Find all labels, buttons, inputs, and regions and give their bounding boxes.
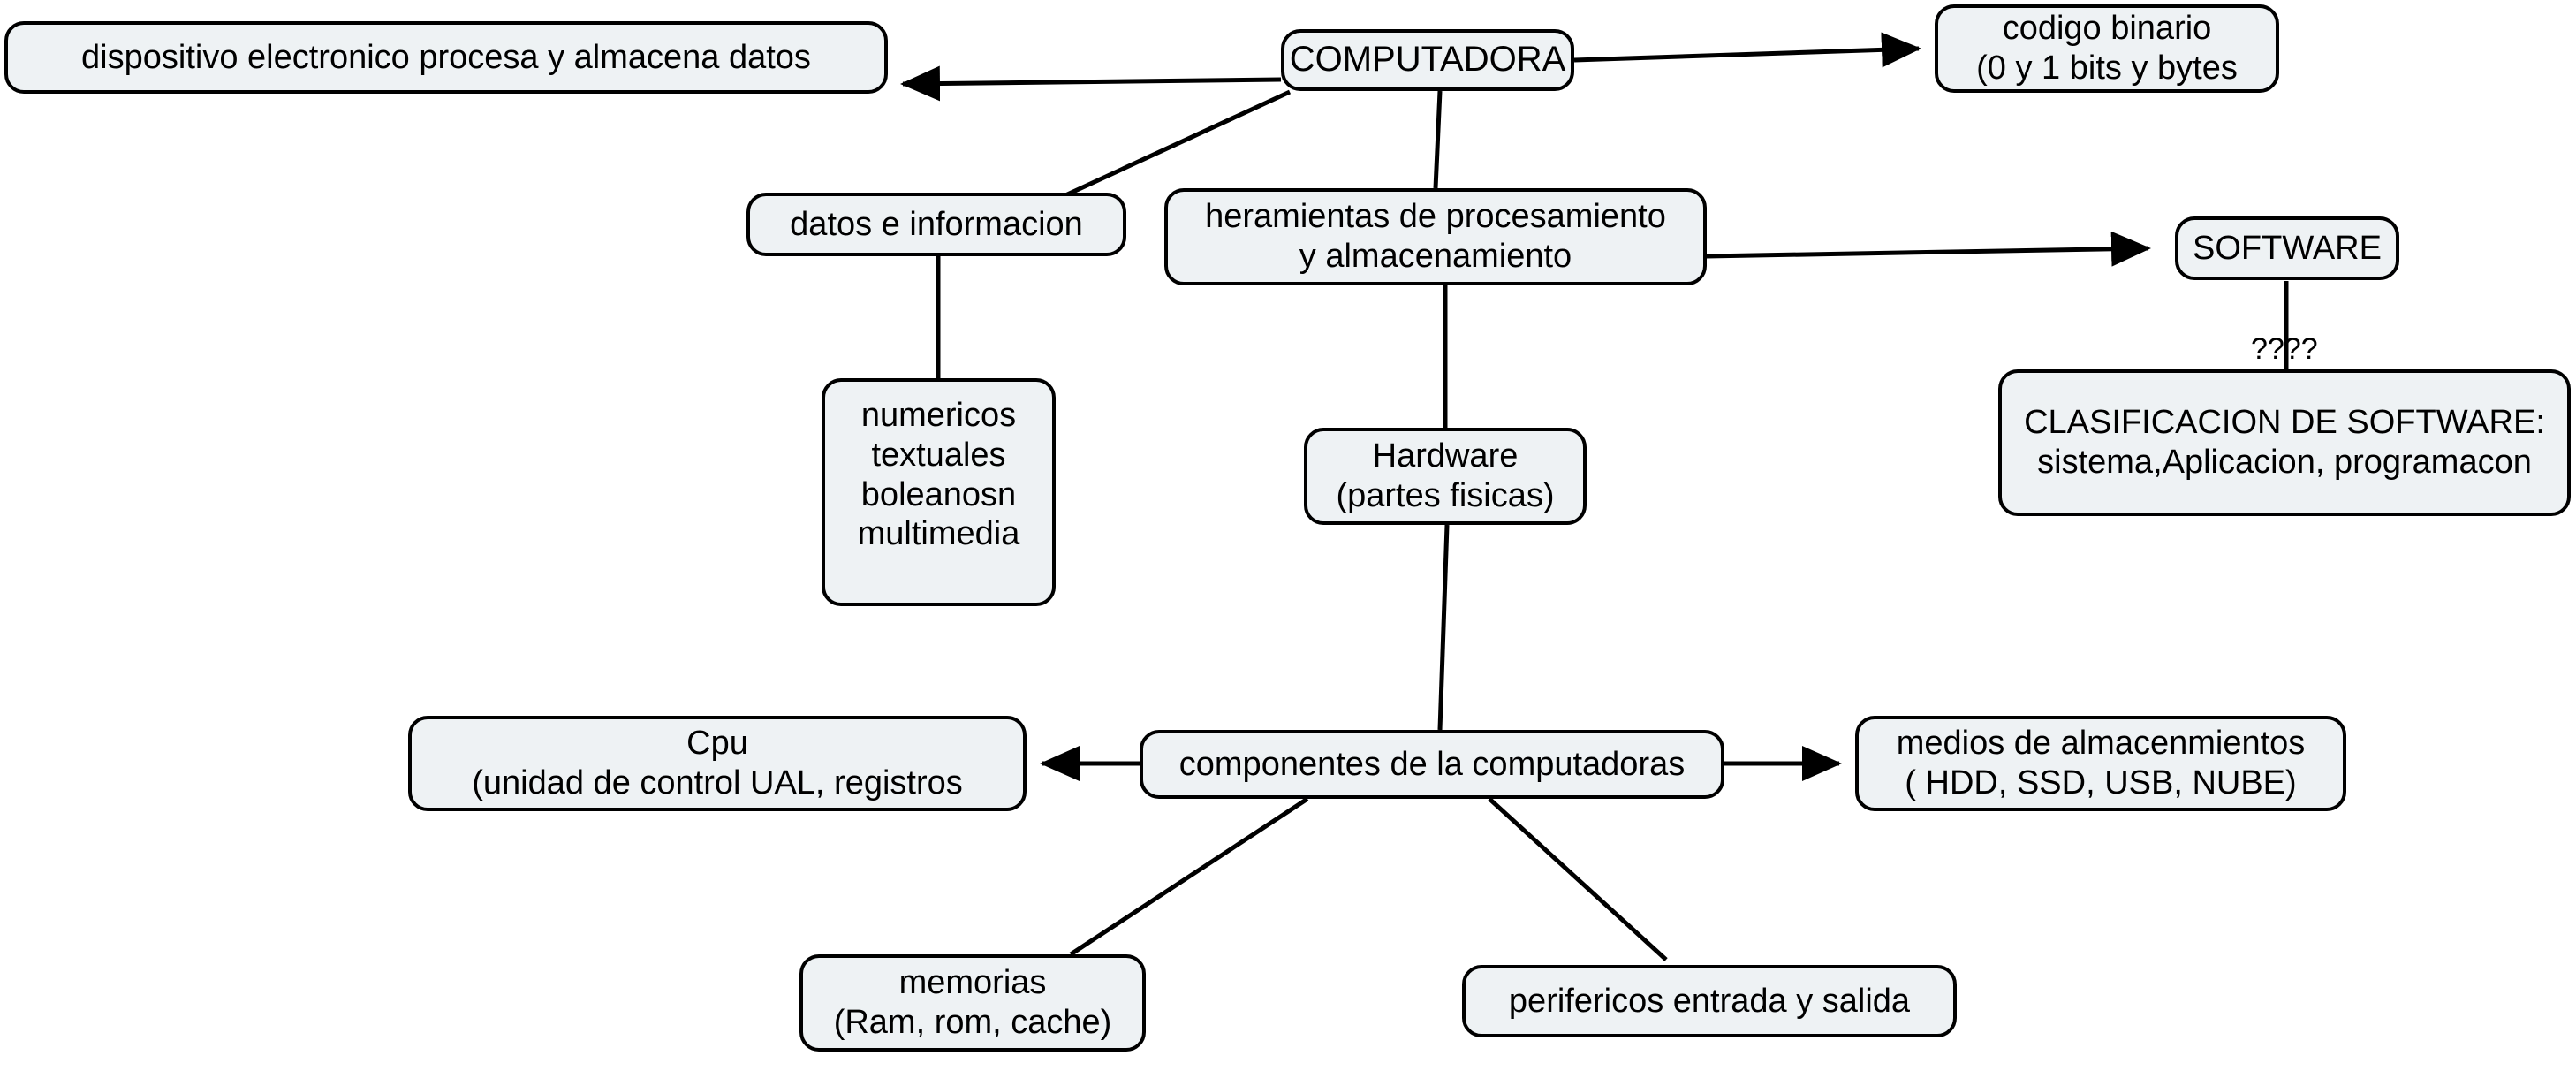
node-perifericos[interactable]: perifericos entrada y salida [1462, 965, 1957, 1037]
node-dispositivo-electronico[interactable]: dispositivo electronico procesa y almace… [4, 21, 888, 94]
node-medios-almacenamiento[interactable]: medios de almacenmientos ( HDD, SSD, USB… [1855, 716, 2346, 811]
node-componentes-computadora[interactable]: componentes de la computadoras [1140, 730, 1724, 799]
node-label: Cpu (unidad de control UAL, registros [472, 725, 963, 801]
edge-componentes-perifericos [1488, 797, 1668, 961]
node-cpu[interactable]: Cpu (unidad de control UAL, registros [408, 716, 1027, 811]
edge-componentes-memorias [1069, 796, 1309, 957]
node-software[interactable]: SOFTWARE [2175, 216, 2399, 280]
node-label: codigo binario (0 y 1 bits y bytes [1976, 10, 2238, 87]
edge-heramientas-software [1706, 231, 2151, 267]
node-memorias[interactable]: memorias (Ram, rom, cache) [799, 954, 1146, 1052]
node-label: numericos textuales boleanosn multimedia [857, 397, 1020, 553]
edge-computadora-dispositivo [900, 65, 1282, 102]
edge-computadora-heramientas [1433, 90, 1443, 189]
node-hardware[interactable]: Hardware (partes fisicas) [1304, 428, 1587, 525]
edge-hardware-componentes [1437, 524, 1450, 731]
node-label: heramientas de procesamiento y almacenam… [1205, 198, 1666, 275]
node-label: SOFTWARE [2193, 229, 2382, 267]
node-label: medios de almacenmientos ( HDD, SSD, USB… [1896, 725, 2306, 801]
edge-label-software-clasificacion: ???? [2251, 332, 2318, 366]
node-computadora[interactable]: COMPUTADORA [1281, 29, 1574, 91]
node-clasificacion-de-software[interactable]: CLASIFICACION DE SOFTWARE: sistema,Aplic… [1998, 369, 2571, 516]
node-label: COMPUTADORA [1289, 40, 1566, 80]
node-label: dispositivo electronico procesa y almace… [81, 38, 811, 76]
node-label: CLASIFICACION DE SOFTWARE: sistema,Aplic… [2024, 404, 2545, 481]
node-datos-e-informacion[interactable]: datos e informacion [746, 193, 1126, 256]
node-label: memorias (Ram, rom, cache) [833, 964, 1112, 1041]
node-codigo-binario[interactable]: codigo binario (0 y 1 bits y bytes [1935, 4, 2279, 93]
node-label: datos e informacion [790, 205, 1083, 243]
node-label: componentes de la computadoras [1178, 745, 1686, 783]
node-heramientas-procesamiento[interactable]: heramientas de procesamiento y almacenam… [1164, 188, 1707, 285]
node-label: perifericos entrada y salida [1508, 982, 1911, 1020]
node-tipos-de-datos[interactable]: numericos textuales boleanosn multimedia [822, 378, 1056, 606]
node-label: Hardware (partes fisicas) [1336, 437, 1555, 514]
edge-computadora-codigo-binario [1573, 32, 1921, 68]
